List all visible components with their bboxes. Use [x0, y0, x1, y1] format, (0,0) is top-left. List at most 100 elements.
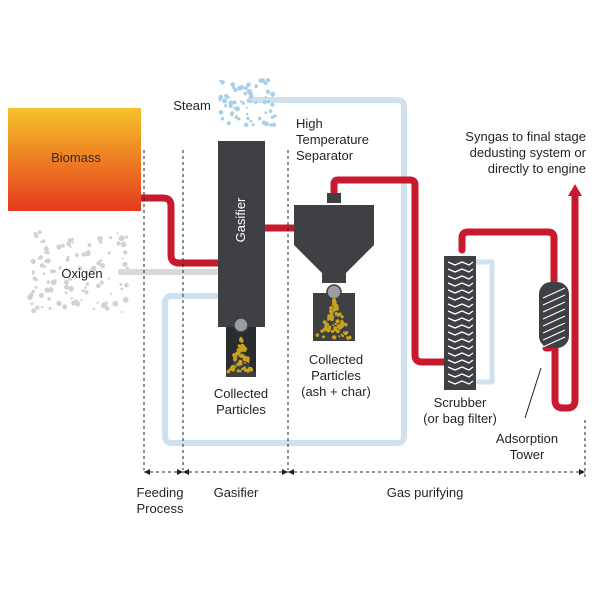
- gasifier-valve-icon: [233, 317, 249, 333]
- gasifier-vessel-label: Gasifier: [233, 197, 248, 243]
- cloud-dot: [234, 106, 240, 112]
- cloud-dot: [47, 258, 51, 262]
- cloud-dot: [81, 289, 85, 293]
- cloud-dot: [71, 300, 76, 306]
- cloud-dot: [248, 91, 253, 96]
- particle-dot: [340, 319, 344, 323]
- scrubber-mesh-line: [447, 282, 474, 287]
- particle-dot: [246, 370, 250, 373]
- separator-valve-icon: [326, 284, 342, 300]
- cloud-dot: [89, 268, 93, 272]
- cloud-dot: [107, 277, 110, 280]
- cloud-dot: [96, 283, 101, 289]
- particle-dot: [327, 319, 330, 321]
- cloud-dot: [116, 241, 121, 246]
- cloud-dot: [270, 91, 274, 95]
- cloud-dot: [84, 286, 87, 289]
- particle-dot: [338, 312, 342, 316]
- cloud-dot: [42, 272, 46, 275]
- particle-dot: [322, 327, 327, 332]
- particle-dot: [249, 368, 254, 372]
- cloud-dot: [230, 113, 234, 117]
- particle-dot: [236, 362, 240, 367]
- cloud-dot: [125, 266, 129, 270]
- cloud-dot: [234, 115, 238, 119]
- scrubber-mesh-line: [447, 359, 474, 364]
- cloud-dot: [43, 246, 49, 252]
- particle-dot: [231, 367, 236, 372]
- scrubber-mesh-line: [447, 373, 474, 378]
- cloud-dot: [37, 257, 40, 260]
- particle-dot: [243, 361, 246, 364]
- stage-dividers: [143, 150, 586, 480]
- cloud-dot: [100, 263, 105, 269]
- separator-label: High Temperature Separator: [296, 116, 369, 163]
- cloud-dot: [34, 285, 38, 289]
- cloud-dot: [84, 290, 89, 295]
- separator-particles-label: Collected Particles (ash + char): [301, 352, 371, 399]
- cloud-dot: [68, 277, 71, 281]
- particle-dot: [330, 329, 335, 333]
- separator-vessel: [294, 193, 374, 341]
- cloud-dot: [31, 272, 34, 275]
- cloud-dot: [31, 308, 37, 314]
- cloud-dot: [44, 251, 47, 255]
- cloud-dot: [270, 115, 274, 119]
- tower-packing-line: [542, 301, 566, 313]
- cloud-dot: [243, 91, 247, 96]
- cloud-dot: [119, 283, 123, 286]
- cloud-dot: [120, 311, 123, 313]
- adsorption-tower-pointer: [524, 367, 542, 419]
- cloud-dot: [222, 98, 228, 104]
- cloud-dot: [246, 83, 250, 88]
- stage-gas-purifying-label: Gas purifying: [386, 485, 464, 500]
- particle-dot: [240, 354, 244, 358]
- cloud-dot: [266, 78, 271, 83]
- cloud-dot: [99, 280, 104, 285]
- cloud-dot: [33, 232, 38, 236]
- particle-dot: [340, 314, 343, 317]
- scrubber-mesh-line: [447, 268, 474, 273]
- cloud-dot: [264, 121, 269, 127]
- stage-feeding-label: Feeding Process: [136, 485, 184, 516]
- particle-dot: [334, 322, 337, 326]
- cloud-dot: [71, 241, 74, 244]
- particle-dot: [240, 362, 242, 364]
- particle-dot: [233, 365, 237, 368]
- cloud-dot: [75, 253, 79, 257]
- cloud-dot: [241, 101, 245, 105]
- cloud-dot: [87, 243, 92, 248]
- cloud-dot: [220, 117, 225, 121]
- cloud-dot: [254, 84, 259, 89]
- tower-packing-line: [542, 336, 566, 348]
- oxygen-cloud: [27, 230, 129, 314]
- scrubber-mesh-line: [447, 310, 474, 315]
- particle-dot: [241, 367, 244, 371]
- particle-dot: [344, 323, 348, 327]
- cloud-dot: [232, 86, 236, 90]
- cloud-dot: [39, 263, 45, 268]
- syngas-label: Syngas to final stage dedusting system o…: [465, 129, 586, 176]
- particle-dot: [236, 369, 240, 373]
- particle-dot: [239, 370, 242, 373]
- cloud-dot: [226, 121, 231, 126]
- cloud-dot: [96, 301, 99, 304]
- particle-dot: [328, 325, 332, 329]
- cloud-dot: [105, 306, 110, 310]
- cloud-dot: [251, 123, 255, 127]
- cloud-dot: [264, 111, 268, 115]
- cloud-dot: [237, 117, 241, 121]
- cloud-dot: [61, 243, 65, 248]
- cloud-dot: [62, 304, 68, 310]
- particle-dot: [335, 319, 340, 324]
- particle-dot: [338, 325, 342, 330]
- cloud-dot: [273, 114, 277, 118]
- cloud-dot: [46, 280, 50, 284]
- particle-dot: [233, 356, 237, 361]
- scrubber-mesh-line: [447, 352, 474, 357]
- cloud-dot: [270, 102, 275, 107]
- cloud-dot: [260, 78, 266, 84]
- cloud-dot: [64, 291, 68, 295]
- cloud-dot: [250, 119, 253, 123]
- cloud-dot: [218, 110, 224, 115]
